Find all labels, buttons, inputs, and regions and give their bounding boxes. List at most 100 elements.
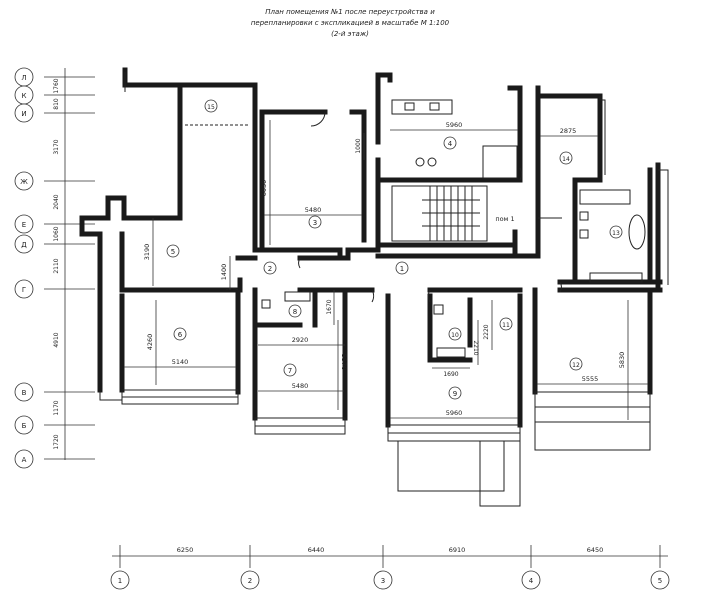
svg-text:В: В (22, 389, 27, 397)
title-line-1: План помещения №1 после переустройства и (265, 8, 435, 16)
svg-text:8: 8 (293, 308, 297, 316)
col-dim: 6440 (308, 546, 325, 554)
row-axis-marker-Д: Д (14, 234, 34, 254)
row-axis-marker-Б: Б (14, 415, 34, 435)
row-axis-marker-Г: Г (14, 279, 34, 299)
room-marker-11: 11 (499, 317, 513, 331)
column-axis-marker-3: 3 (373, 570, 393, 590)
column-axis-marker-4: 4 (521, 570, 541, 590)
row-dim: 3170 (53, 139, 60, 154)
dim-label: 2210 (472, 340, 479, 355)
room-marker-6: 6 (173, 327, 187, 341)
dim-label: 1000 (355, 138, 362, 153)
svg-text:5: 5 (658, 577, 662, 585)
dim-label: 5960 (446, 409, 463, 417)
svg-text:10: 10 (451, 332, 459, 339)
svg-text:1: 1 (118, 577, 122, 585)
row-dim: 2110 (53, 258, 60, 273)
svg-text:4: 4 (448, 140, 453, 148)
svg-text:14: 14 (562, 156, 570, 163)
svg-text:15: 15 (207, 104, 215, 111)
dim-label: 5960 (446, 121, 463, 129)
room-marker-4: 4 (443, 136, 457, 150)
svg-text:5: 5 (171, 248, 175, 256)
room-marker-3: 3 (308, 215, 322, 229)
column-axis-marker-2: 2 (240, 570, 260, 590)
svg-text:3: 3 (313, 219, 317, 227)
room-marker-2: 2 (263, 261, 277, 275)
dim-label: 5555 (582, 375, 599, 383)
row-axis-marker-В: В (14, 382, 34, 402)
row-axis-marker-Е: Е (14, 214, 34, 234)
column-axis-dimension-line (112, 545, 668, 568)
row-axis-marker-Л: Л (14, 67, 34, 87)
svg-text:12: 12 (572, 362, 580, 369)
dim-label: 2220 (483, 324, 490, 339)
dim-label: 4260 (146, 334, 154, 351)
dim-label: 2920 (292, 336, 309, 344)
svg-text:А: А (22, 456, 27, 464)
dim-label: 1400 (220, 264, 228, 281)
svg-text:11: 11 (502, 322, 510, 329)
title-line-3: (2-й этаж) (331, 30, 369, 38)
svg-text:2: 2 (248, 577, 252, 585)
dim-label: 6030 (260, 180, 268, 197)
svg-text:6: 6 (178, 331, 183, 339)
col-dim: 6910 (449, 546, 466, 554)
svg-text:3: 3 (381, 577, 385, 585)
svg-text:4: 4 (529, 577, 534, 585)
svg-text:7: 7 (288, 367, 292, 375)
dim-label: 3190 (143, 244, 151, 261)
row-dim: 810 (53, 98, 60, 110)
room-marker-8: 8 (288, 304, 302, 318)
dim-label: 5570 (340, 354, 348, 371)
row-dim: 2040 (53, 194, 60, 209)
title-line-2: перепланировки с экспликацией в масштабе… (251, 19, 450, 27)
svg-text:Д: Д (21, 241, 27, 249)
dim-label: 1690 (443, 371, 458, 378)
room-marker-13: 13 (609, 225, 623, 239)
row-dim: 1720 (53, 434, 60, 449)
svg-text:1: 1 (400, 265, 404, 273)
dim-label: 1670 (326, 299, 333, 314)
room-marker-7: 7 (283, 363, 297, 377)
row-axis-dimension-line (44, 68, 95, 460)
room-number-markers: 1 2 3 4 5 6 7 8 9 10 11 12 13 14 15 (166, 99, 623, 400)
svg-text:13: 13 (612, 230, 620, 237)
walls (79, 67, 663, 428)
svg-text:Б: Б (22, 422, 27, 430)
row-dim: 1170 (53, 400, 60, 415)
dim-label: 5830 (618, 352, 626, 369)
room-dimension-lines (124, 120, 648, 420)
row-axis-marker-Ж: Ж (14, 171, 34, 191)
room-marker-12: 12 (569, 357, 583, 371)
dim-label: 2875 (560, 127, 577, 135)
svg-text:И: И (21, 110, 26, 118)
room-marker-15: 15 (204, 99, 218, 113)
row-axis-marker-К: К (14, 85, 34, 105)
col-dim: 6250 (177, 546, 194, 554)
svg-text:Ж: Ж (20, 178, 28, 186)
row-axis-marker-А: А (14, 449, 34, 469)
room-marker-9: 9 (448, 386, 462, 400)
row-dim: 1760 (53, 78, 60, 93)
dim-label: 5480 (305, 206, 322, 214)
row-dim: 4910 (53, 332, 60, 347)
room-marker-10: 10 (448, 327, 462, 341)
room-marker-1: 1 (395, 261, 409, 275)
column-axis-marker-1: 1 (110, 570, 130, 590)
svg-text:Л: Л (21, 74, 26, 82)
svg-text:2: 2 (268, 265, 272, 273)
column-axis-marker-5: 5 (650, 570, 670, 590)
svg-text:Е: Е (22, 221, 26, 229)
svg-text:9: 9 (453, 390, 457, 398)
room-marker-14: 14 (559, 151, 573, 165)
col-dim: 6450 (587, 546, 604, 554)
row-axis-marker-И: И (14, 103, 34, 123)
room-label: пом 1 (495, 215, 514, 223)
dim-label: 5480 (292, 382, 309, 390)
window-and-balcony-lines (99, 96, 669, 507)
row-dim: 1060 (53, 226, 60, 241)
dim-label: 5140 (172, 358, 189, 366)
